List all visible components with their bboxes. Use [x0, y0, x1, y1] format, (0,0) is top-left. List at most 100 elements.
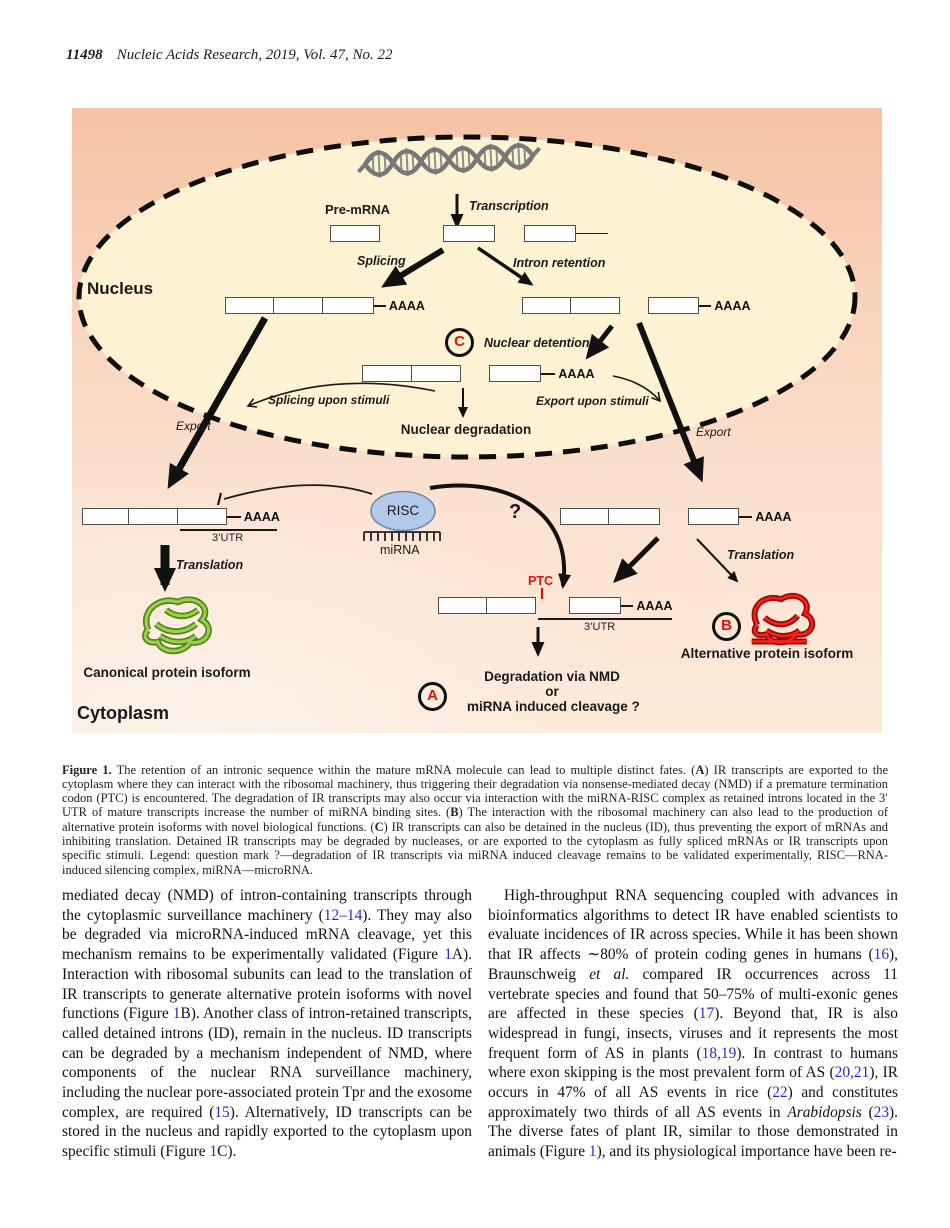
- text-segment: ). Alternatively, ID transcripts can be …: [62, 1103, 472, 1161]
- ir-mrna-cytoplasm: AAAA: [560, 508, 792, 525]
- exon-box: [524, 225, 576, 242]
- text-segment: B). Another class of intron-retained tra…: [62, 1005, 472, 1121]
- text-segment: High-throughput RNA sequencing coupled w…: [488, 887, 898, 964]
- rna-tail: [621, 604, 634, 607]
- text-segment: C: [374, 819, 384, 834]
- polya-label: AAAA: [755, 509, 792, 524]
- translation-left-label: Translation: [176, 558, 244, 572]
- degradation-line1: Degradation via NMD: [484, 669, 620, 684]
- export-right-arrow: [636, 321, 704, 483]
- citation-link[interactable]: 22: [772, 1084, 788, 1102]
- exon-box: [688, 508, 740, 525]
- exon-box: [273, 297, 324, 314]
- citation-link[interactable]: 1: [444, 946, 452, 964]
- polya-label: AAAA: [714, 298, 751, 313]
- ir-mrna-nucleus: AAAA: [522, 297, 751, 314]
- text-segment: ) and constitutes approximately two thir…: [488, 1084, 898, 1121]
- canonical-isoform-label: Canonical protein isoform: [83, 665, 251, 680]
- mirna-comb: [363, 531, 441, 541]
- pre-mrna-label: Pre-mRNA: [325, 202, 391, 217]
- text-segment: ) The interaction with the ribosomal mac…: [62, 805, 888, 834]
- intron-retention-arrow: [477, 246, 534, 286]
- export-left-arrow: [167, 316, 269, 490]
- alternative-isoform-label: Alternative protein isoform: [680, 646, 854, 661]
- splicing-upon-stimuli-label: Splicing upon stimuli: [268, 393, 390, 407]
- citation-link[interactable]: 23: [873, 1103, 890, 1121]
- text-segment: ). The diverse fates of plant IR, simila…: [488, 1103, 898, 1161]
- ptc-label: PTC: [528, 574, 553, 588]
- exon-box: [225, 297, 275, 314]
- marker-b: B: [712, 612, 741, 641]
- citation-link[interactable]: 15: [214, 1103, 230, 1121]
- text-segment: et al.: [589, 965, 630, 983]
- figure-1: AAAA AAAA AAAA AAAA 3’UTR AAAA AAAA 3’UT…: [72, 108, 882, 733]
- splicing-label: Splicing: [357, 254, 406, 268]
- text-segment: mediated decay (NMD) of intron-containin…: [62, 887, 472, 924]
- intron-box: [494, 227, 525, 240]
- text-segment: B: [450, 805, 459, 820]
- degradation-line2: or: [545, 683, 559, 699]
- exon-box: [362, 365, 413, 382]
- marker-c: C: [445, 328, 474, 357]
- text-segment: ), and its physiological importance have…: [596, 1143, 897, 1161]
- rna-tail: [699, 304, 712, 307]
- polya-label: AAAA: [558, 366, 595, 381]
- exon-box: [560, 508, 610, 525]
- citation-link[interactable]: 20,21: [834, 1064, 870, 1082]
- detention-arrow: [585, 324, 614, 360]
- exon-box: [176, 508, 227, 525]
- citation-link[interactable]: 18,19: [701, 1044, 737, 1062]
- figure-caption: Figure 1. The retention of an intronic s…: [62, 763, 888, 877]
- rna-tail: [226, 515, 241, 518]
- cytoplasm-label: Cytoplasm: [77, 703, 170, 723]
- citation-link[interactable]: 12–14: [323, 906, 363, 924]
- intron-retention-label: Intron retention: [513, 256, 606, 270]
- journal-title: Nucleic Acids Research, 2019, Vol. 47, N…: [116, 47, 393, 63]
- text-segment: The retention of an intronic sequence wi…: [111, 762, 696, 777]
- exon-box: [486, 597, 537, 614]
- text-segment: ) IR transcripts can also be detained in…: [62, 819, 888, 877]
- export-upon-stimuli-label: Export upon stimuli: [536, 394, 649, 408]
- degradation-line3: miRNA induced cleavage ?: [467, 698, 640, 714]
- utr-underline: [538, 618, 672, 620]
- nuclear-detention-label: Nuclear detention: [484, 336, 590, 350]
- spliced-mrna-cytoplasm: AAAA: [82, 508, 280, 525]
- exon-box: [648, 297, 700, 314]
- translation-right-arrow: [696, 538, 739, 583]
- export-upon-stimuli-arrow: [612, 375, 662, 403]
- rna-tail: [541, 372, 556, 375]
- exon-box: [411, 365, 462, 382]
- exon-box: [569, 597, 622, 614]
- citation-link[interactable]: 16: [873, 946, 890, 964]
- nuclear-degradation-label: Nuclear degradation: [400, 422, 532, 437]
- rna-tail: [739, 515, 753, 518]
- citation-link[interactable]: 17: [698, 1005, 715, 1023]
- text-segment: A). Interaction with ribosomal subunits …: [62, 946, 472, 1023]
- text-segment: Figure 1.: [62, 762, 112, 777]
- citation-link[interactable]: 1: [209, 1143, 218, 1161]
- utr-label: 3’UTR: [584, 621, 616, 633]
- transcription-label: Transcription: [469, 199, 549, 213]
- citation-link[interactable]: 1: [588, 1143, 597, 1161]
- export-right-label: Export: [696, 425, 731, 439]
- text-segment: ) IR transcripts are exported to the cyt…: [62, 762, 889, 820]
- risc-inhibition-line: [223, 484, 373, 500]
- splicing-arrow: [381, 247, 445, 288]
- risc-inhibition-bar: [216, 492, 223, 506]
- citation-link[interactable]: 1: [172, 1005, 181, 1023]
- exon-box: [82, 508, 130, 525]
- exon-box: [443, 225, 495, 242]
- utr-label: 3’UTR: [212, 532, 244, 544]
- retained-intron-box: [659, 510, 690, 523]
- nucleus-label: Nucleus: [87, 279, 154, 298]
- exon-box: [438, 597, 488, 614]
- text-segment: ), Braunschweig: [488, 946, 898, 983]
- polya-label: AAAA: [636, 598, 673, 613]
- rna-tail: [576, 232, 608, 235]
- risc-label: RISC: [386, 503, 420, 518]
- text-segment: A: [695, 762, 705, 777]
- ir-to-ptc-arrow: [613, 536, 660, 583]
- exon-box: [608, 508, 661, 525]
- risc-ellipse: [370, 490, 436, 532]
